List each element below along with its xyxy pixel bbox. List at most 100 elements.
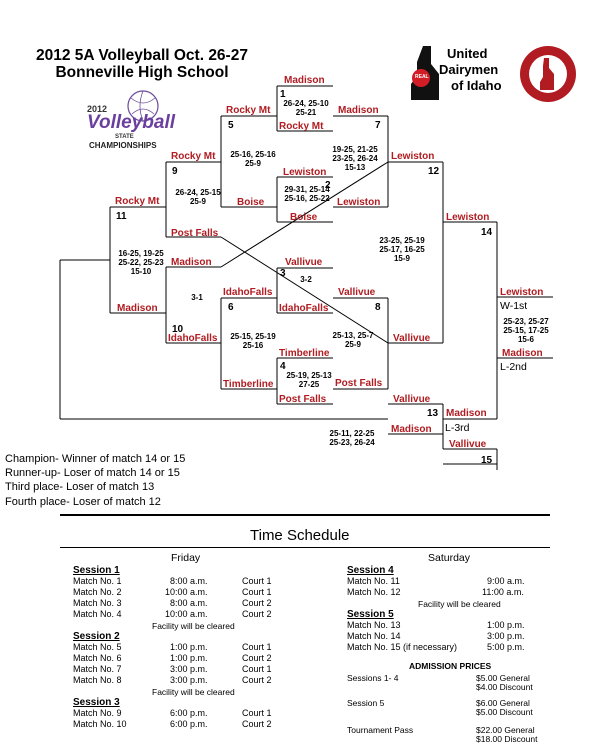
match-score: 19-25, 21-25 xyxy=(332,145,378,154)
match-score: 25-13, 25-7 xyxy=(332,331,374,340)
sched-match: Match No. 4 xyxy=(73,609,122,619)
sched-match: Match No. 6 xyxy=(73,653,122,663)
sched-match: Match No. 13 xyxy=(347,620,401,630)
legend-line: Fourth place- Loser of match 12 xyxy=(5,496,161,508)
real-badge-text: REAL xyxy=(415,74,429,80)
match-score: 26-24, 25-15 xyxy=(175,188,221,197)
sched-note: Facility will be cleared xyxy=(152,621,235,631)
sched-time: 3:00 p.m. xyxy=(170,675,208,685)
match-score: 25-9 xyxy=(244,159,261,168)
sched-time: 11:00 a.m. xyxy=(482,587,524,597)
match-score: 25-11, 22-25 xyxy=(329,429,375,438)
sched-time: 1:00 p.m. xyxy=(170,653,208,663)
ud-line2: Dairymen xyxy=(439,62,499,77)
sched-note: Facility will be cleared xyxy=(418,599,501,609)
sched-time: 10:00 a.m. xyxy=(165,609,208,619)
sched-court: Court 2 xyxy=(242,719,272,729)
match-score: 15-6 xyxy=(517,335,534,344)
match-number: 2 xyxy=(325,180,331,191)
sched-time: 6:00 p.m. xyxy=(170,719,208,729)
match-score: 25-15, 25-19 xyxy=(230,332,276,341)
session-heading: Session 4 xyxy=(347,565,394,576)
team-label: Vallivue xyxy=(449,439,487,450)
team-label: Madison xyxy=(284,75,325,86)
place-label: W-1st xyxy=(500,300,528,312)
bracket-lines xyxy=(59,85,553,470)
sched-court: Court 1 xyxy=(242,587,272,597)
vb-logo-sub1: STATE xyxy=(115,134,134,140)
match-score: 25-22, 25-23 xyxy=(118,258,164,267)
team-label: Madison xyxy=(446,408,487,419)
session-heading: Session 1 xyxy=(73,565,120,576)
place-label: L-3rd xyxy=(445,422,470,434)
admission-general: $6.00 General xyxy=(476,698,530,708)
schedule-title: Time Schedule xyxy=(250,527,350,544)
match-score: 15-9 xyxy=(393,254,410,263)
match-number: 9 xyxy=(172,166,178,177)
match-number: 11 xyxy=(116,211,127,222)
team-label: Post Falls xyxy=(171,228,219,239)
admission-label: Tournament Pass xyxy=(347,725,414,735)
admission-discount: $18.00 Discount xyxy=(476,734,538,744)
session-heading: Session 3 xyxy=(73,697,120,708)
sched-time: 3:00 p.m. xyxy=(170,664,208,674)
schedule-divider-bottom xyxy=(60,547,550,548)
match-number: 10 xyxy=(172,324,184,335)
sched-court: Court 2 xyxy=(242,675,272,685)
sched-match: Match No. 10 xyxy=(73,719,127,729)
match-score: 27-25 xyxy=(298,380,320,389)
match-number: 13 xyxy=(427,408,439,419)
sched-court: Court 2 xyxy=(242,609,272,619)
sched-court: Court 2 xyxy=(242,653,272,663)
ihsaa-seal-icon xyxy=(520,46,576,102)
team-label: Madison xyxy=(391,424,432,435)
team-label: IdahoFalls xyxy=(223,287,273,298)
sched-court: Court 2 xyxy=(242,598,272,608)
sched-match: Match No. 3 xyxy=(73,598,122,608)
sched-match: Match No. 2 xyxy=(73,587,122,597)
team-label: Timberline xyxy=(279,348,330,359)
sched-match: Match No. 7 xyxy=(73,664,122,674)
team-label: IdahoFalls xyxy=(168,333,218,344)
ihsaa-seal-logo xyxy=(518,44,578,104)
team-label: Rocky Mt xyxy=(226,105,271,116)
match-score: 25-16, 25-22 xyxy=(284,194,330,203)
team-label: Madison xyxy=(338,105,379,116)
sched-time: 1:00 p.m. xyxy=(170,642,208,652)
saturday-heading: Saturday xyxy=(428,552,471,564)
admission-label: Session 5 xyxy=(347,698,385,708)
match-number: 6 xyxy=(228,302,234,313)
match-score: 25-15, 17-25 xyxy=(503,326,549,335)
match-number: 5 xyxy=(228,120,234,131)
page-subtitle: Bonneville High School xyxy=(55,64,229,81)
team-label: Rocky Mt xyxy=(279,121,324,132)
match-number: 7 xyxy=(375,120,381,131)
team-label: Vallivue xyxy=(393,333,431,344)
match-score: 25-23, 25-27 xyxy=(503,317,549,326)
admission-general: $22.00 General xyxy=(476,725,535,735)
match-score: 15-13 xyxy=(344,163,366,172)
session-heading: Session 2 xyxy=(73,631,120,642)
match-score: 25-21 xyxy=(295,108,317,117)
legend-line: Third place- Loser of match 13 xyxy=(5,481,155,493)
session-heading: Session 5 xyxy=(347,609,394,620)
team-label: Lewiston xyxy=(337,197,381,208)
team-label: Vallivue xyxy=(393,394,431,405)
match-number: 12 xyxy=(428,166,440,177)
legend-line: Champion- Winner of match 14 or 15 xyxy=(5,453,186,465)
sched-note: Facility will be cleared xyxy=(152,687,235,697)
team-label: Boise xyxy=(290,212,318,223)
volleyball-championship-logo: 2012 Volleyball STATE CHAMPIONSHIPS xyxy=(85,88,175,156)
sched-time: 3:00 p.m. xyxy=(487,631,525,641)
admission-title: ADMISSION PRICES xyxy=(409,661,492,671)
sched-court: Court 1 xyxy=(242,664,272,674)
vb-logo-year: 2012 xyxy=(87,104,108,114)
team-label: Madison xyxy=(502,348,543,359)
match-score: 15-10 xyxy=(130,267,152,276)
sched-court: Court 1 xyxy=(242,576,272,586)
match-number: 14 xyxy=(481,227,493,238)
match-number: 8 xyxy=(375,302,381,313)
schedule-divider-top xyxy=(60,514,550,516)
match-score: 16-25, 19-25 xyxy=(118,249,164,258)
